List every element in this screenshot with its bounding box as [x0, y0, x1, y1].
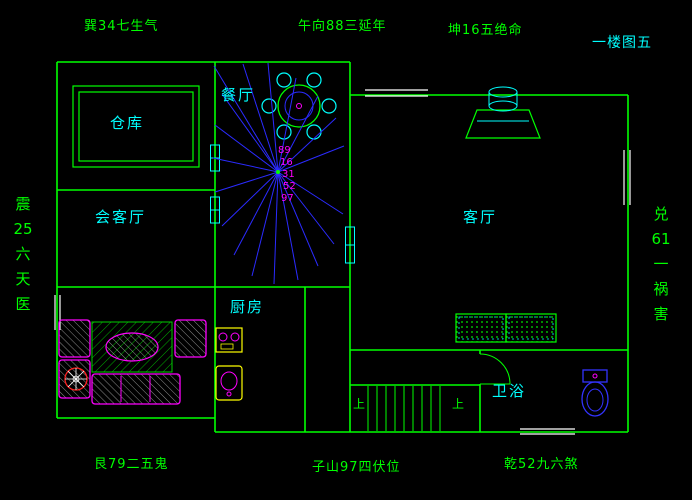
drawing-title: 一楼图五 — [592, 35, 652, 51]
planter-icon — [455, 313, 557, 343]
compass-number-4: 52 — [283, 181, 296, 192]
room-label-dining: 餐厅 — [221, 86, 256, 104]
storage-cabinet-icon — [72, 85, 200, 168]
compass-number-5: 97 — [281, 193, 294, 204]
annotation-bottom-center: 子山97四伏位 — [312, 460, 401, 475]
annotation-right: 兑61一祸害 — [651, 205, 671, 323]
compass-lines-icon — [212, 62, 345, 285]
room-label-bathroom: 卫浴 — [492, 382, 527, 400]
annotation-left: 震25六天医 — [13, 195, 33, 313]
annotation-bottom-right: 乾52九六煞 — [504, 457, 579, 472]
annotation-top-right: 坤16五绝命 — [448, 23, 523, 38]
sofa-set-icon — [58, 319, 207, 405]
compass-number-2: 16 — [280, 157, 293, 168]
kitchen-stove-icon — [215, 327, 243, 353]
annotation-top-center: 午向88三延年 — [298, 19, 387, 34]
stairs-up-right-label: 上 — [452, 397, 465, 411]
stairs-up-left-label: 上 — [353, 397, 366, 411]
room-label-kitchen: 厨房 — [230, 298, 265, 316]
compass-number-3: 31 — [282, 169, 295, 180]
stairs-icon — [367, 386, 441, 431]
room-label-living: 客厅 — [463, 208, 498, 226]
toilet-icon — [581, 369, 609, 417]
compass-number-1: 89 — [278, 145, 291, 156]
annotation-top-left: 巽34七生气 — [84, 19, 159, 34]
kitchen-sink-icon — [215, 365, 243, 401]
door-swing-icon — [479, 353, 511, 385]
room-label-meeting: 会客厅 — [95, 208, 147, 226]
room-label-storage: 仓库 — [110, 114, 145, 132]
range-stove-icon — [465, 86, 541, 139]
door-frame-symbols — [210, 144, 355, 264]
dining-table-icon — [261, 72, 337, 140]
side-table-icon — [64, 367, 88, 391]
annotation-bottom-left: 艮79二五鬼 — [94, 457, 169, 472]
